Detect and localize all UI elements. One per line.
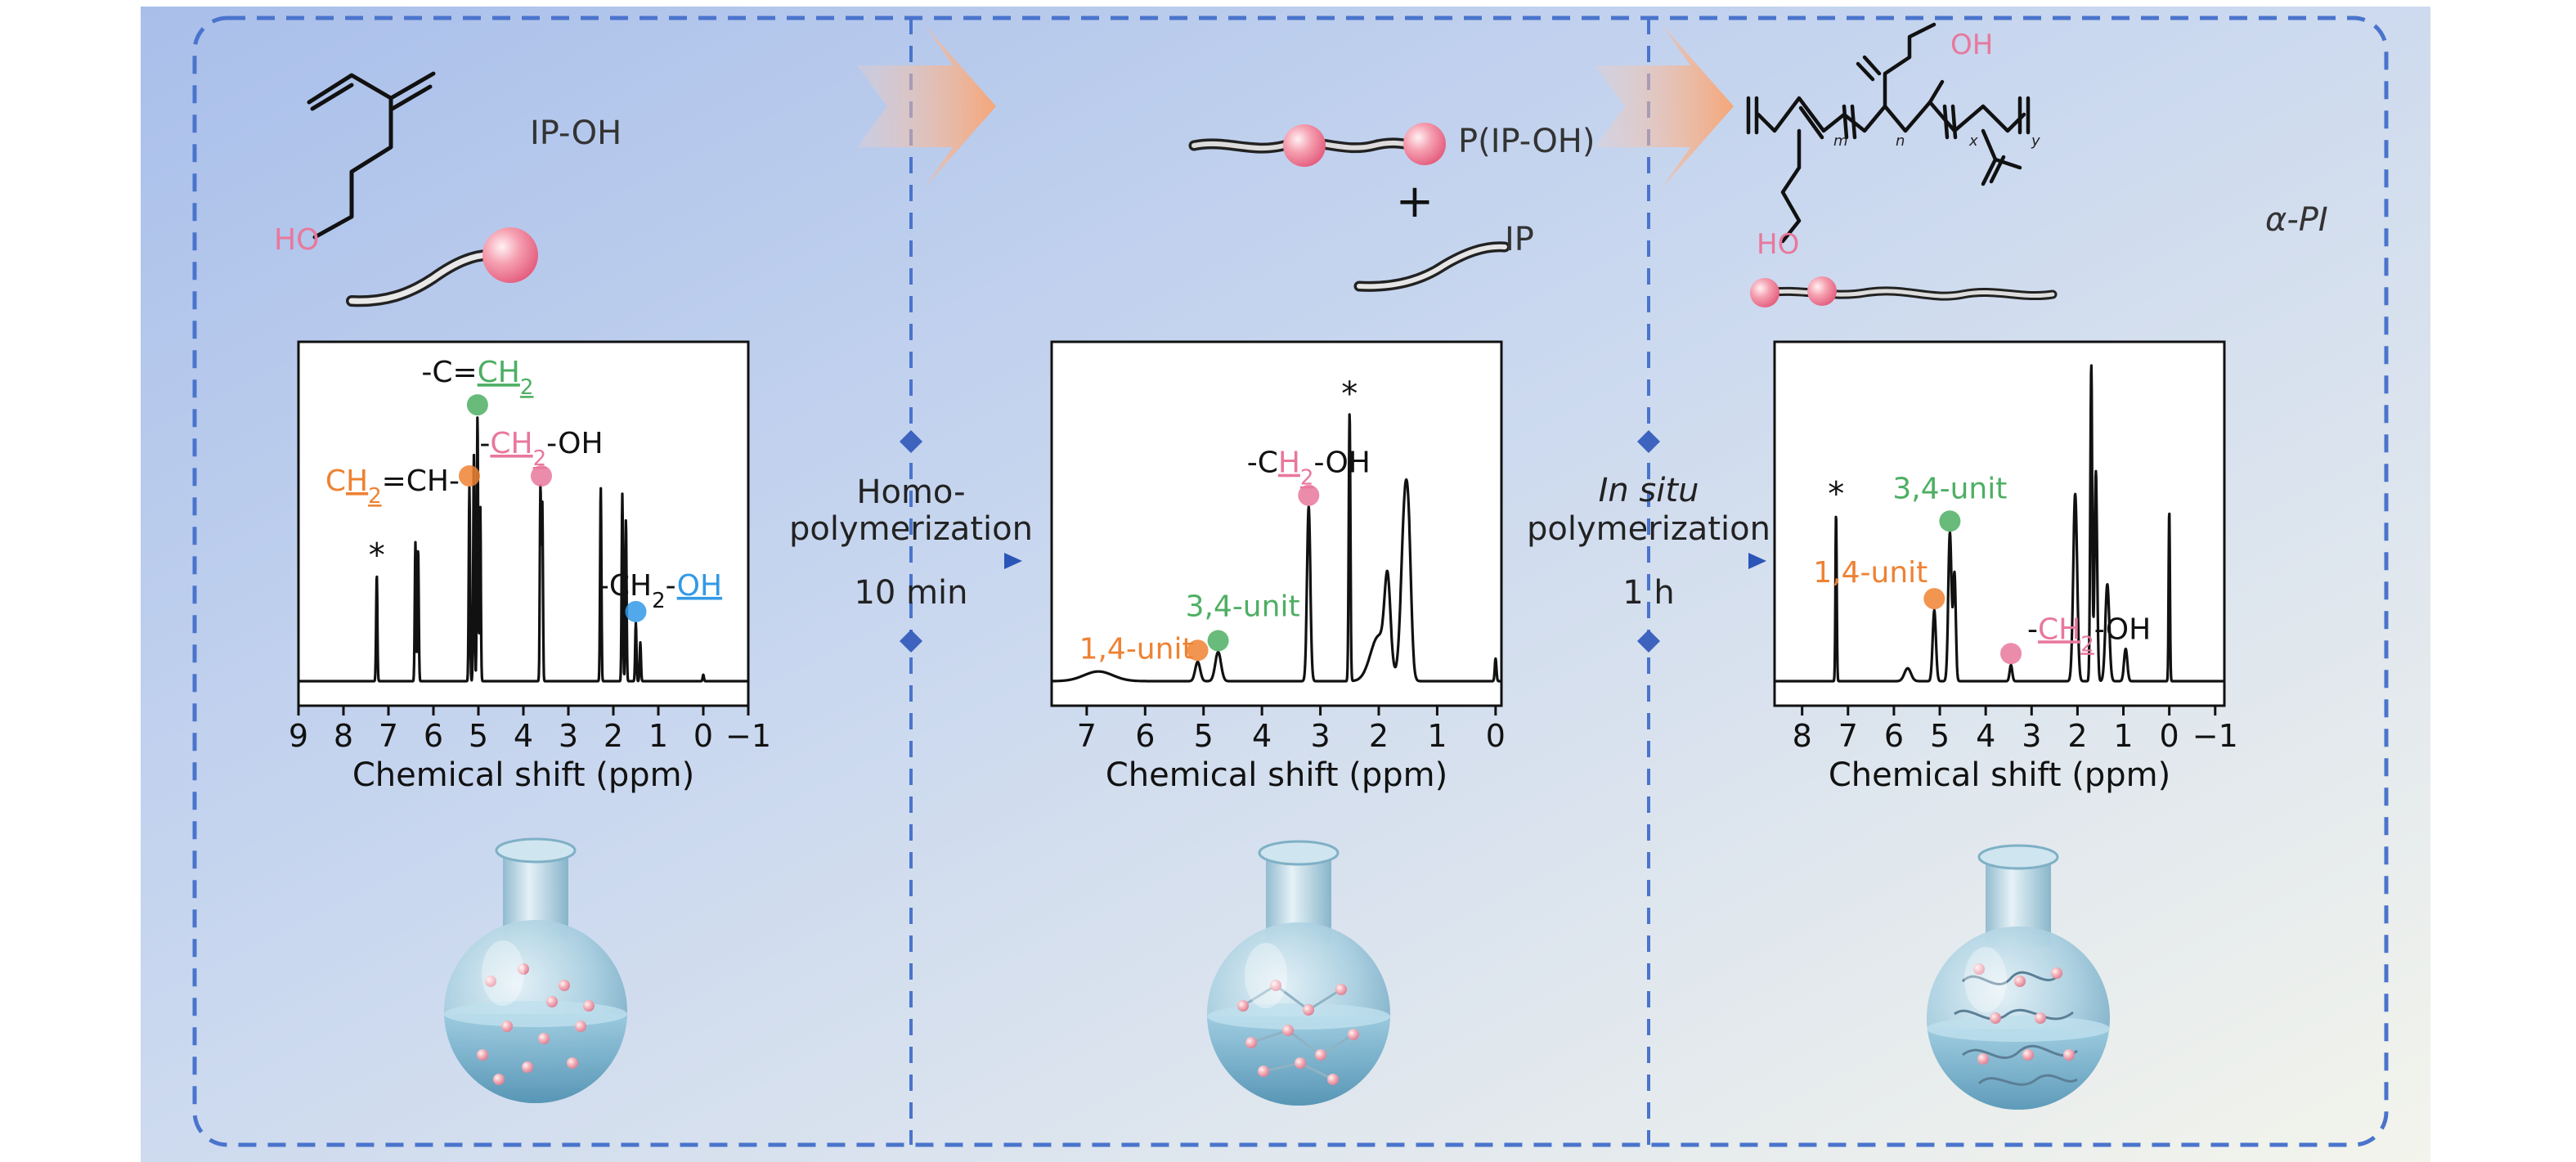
x-tick-label: 5 bbox=[1930, 718, 1950, 754]
peak-label: -CH2-OH bbox=[599, 569, 722, 613]
polymer-chain-icon bbox=[1188, 123, 1446, 167]
product-label: α-PI bbox=[2265, 201, 2328, 239]
peak-label: -CH2-OH bbox=[479, 427, 603, 471]
dashed-frame bbox=[192, 16, 2389, 1147]
ip-chain-icon bbox=[1353, 241, 1510, 292]
x-tick-label: 3 bbox=[1310, 718, 1330, 754]
x-tick-label: −1 bbox=[2192, 718, 2238, 754]
step2-diamond-top bbox=[1637, 430, 1660, 453]
x-tick-label: 2 bbox=[2067, 718, 2087, 754]
peak-marker bbox=[531, 465, 552, 487]
x-tick-label: 6 bbox=[1884, 718, 1904, 754]
x-tick-label: 0 bbox=[2160, 718, 2179, 754]
process-arrow-2 bbox=[1595, 25, 1734, 188]
x-tick-label: 4 bbox=[1252, 718, 1272, 754]
x-tick-label: 0 bbox=[1486, 718, 1506, 754]
peak-label: CH2=CH- bbox=[325, 464, 460, 509]
peak-label: 1,4-unit bbox=[1079, 632, 1194, 666]
ip-label: IP bbox=[1505, 221, 1534, 258]
flask-product bbox=[1927, 844, 2110, 1110]
x-tick-label: 3 bbox=[2022, 718, 2041, 754]
peak-label: -CH2-OH bbox=[1247, 446, 1371, 491]
x-tick-label: 2 bbox=[604, 718, 623, 754]
x-tick-label: 7 bbox=[379, 718, 398, 754]
product-chain-icon bbox=[1750, 276, 2058, 307]
step2-line2: polymerization bbox=[1527, 510, 1770, 548]
sub-y: y bbox=[2031, 132, 2040, 150]
x-axis-label: Chemical shift (ppm) bbox=[1106, 756, 1447, 794]
solvent-asterisk: * bbox=[369, 537, 385, 575]
x-tick-label: 8 bbox=[1793, 718, 1812, 754]
ho-label: HO bbox=[274, 223, 319, 257]
x-tick-label: 1 bbox=[648, 718, 668, 754]
step-in-situ: In situ polymerization 1 h bbox=[1527, 430, 1770, 653]
peak-marker bbox=[1207, 630, 1229, 652]
monomer-structure bbox=[307, 71, 436, 240]
plus-sign: + bbox=[1396, 175, 1434, 228]
chart-frame bbox=[1773, 340, 2226, 707]
x-tick-label: 1 bbox=[1427, 718, 1447, 754]
step1-line2: polymerization bbox=[789, 510, 1033, 548]
step2-time: 1 h bbox=[1622, 574, 1675, 612]
x-tick-label: 1 bbox=[2113, 718, 2133, 754]
x-tick-label: −1 bbox=[725, 718, 771, 754]
monomer-label: IP-OH bbox=[530, 114, 622, 152]
peak-marker bbox=[2000, 643, 2022, 665]
peak-marker bbox=[1298, 484, 1320, 506]
spectrum-line bbox=[1773, 364, 2226, 683]
x-tick-label: 9 bbox=[289, 718, 308, 754]
step1-line1: Homo- bbox=[856, 473, 965, 511]
x-tick-label: 5 bbox=[469, 718, 488, 754]
step2-diamond-bottom bbox=[1637, 630, 1660, 653]
x-tick-label: 4 bbox=[514, 718, 533, 754]
x-tick-label: 4 bbox=[1976, 718, 1995, 754]
x-axis-label: Chemical shift (ppm) bbox=[1829, 756, 2170, 794]
process-arrow-1 bbox=[857, 25, 996, 188]
x-tick-label: 2 bbox=[1369, 718, 1389, 754]
x-tick-label: 7 bbox=[1838, 718, 1858, 754]
spectrum-line bbox=[1050, 413, 1503, 683]
polymer1-label: P(IP-OH) bbox=[1458, 123, 1595, 160]
peak-label: 1,4-unit bbox=[1813, 556, 1928, 590]
peak-marker bbox=[466, 394, 488, 416]
solvent-asterisk: * bbox=[1341, 375, 1358, 413]
sub-n: n bbox=[1896, 132, 1905, 150]
x-tick-label: 6 bbox=[424, 718, 443, 754]
peak-label: 3,4-unit bbox=[1892, 472, 2007, 505]
x-tick-label: 3 bbox=[559, 718, 578, 754]
chart-frame bbox=[297, 340, 750, 707]
peak-marker bbox=[625, 600, 647, 622]
product-oh-label: OH bbox=[1950, 29, 1993, 61]
step1-diamond-top bbox=[900, 430, 922, 453]
product-structure bbox=[1746, 22, 2031, 244]
peak-label: -C=CH2 bbox=[421, 356, 533, 400]
peak-marker bbox=[459, 465, 480, 487]
sub-m: m bbox=[1833, 132, 1848, 150]
x-tick-label: 5 bbox=[1194, 718, 1214, 754]
x-tick-label: 6 bbox=[1135, 718, 1155, 754]
step1-time: 10 min bbox=[854, 574, 967, 612]
step1-diamond-bottom bbox=[900, 630, 922, 653]
product-ho-label: HO bbox=[1757, 228, 1799, 261]
step-homopolymerization: Homo- polymerization 10 min bbox=[789, 430, 1033, 653]
spectrum-line bbox=[297, 416, 750, 683]
x-tick-label: 0 bbox=[693, 718, 713, 754]
x-tick-label: 7 bbox=[1077, 718, 1097, 754]
peak-marker bbox=[1939, 510, 1961, 532]
monomer-chain-icon bbox=[346, 227, 538, 307]
chart-frame bbox=[1050, 340, 1503, 707]
x-axis-label: Chemical shift (ppm) bbox=[352, 756, 694, 794]
peak-label: -CH2-OH bbox=[2027, 612, 2151, 657]
peak-label: 3,4-unit bbox=[1186, 590, 1300, 623]
solvent-asterisk: * bbox=[1828, 476, 1844, 514]
sub-x: x bbox=[1968, 132, 1978, 150]
peak-marker bbox=[1923, 588, 1945, 610]
step2-line1: In situ bbox=[1599, 472, 1699, 509]
x-tick-label: 8 bbox=[334, 718, 353, 754]
peak-marker bbox=[1187, 639, 1209, 662]
